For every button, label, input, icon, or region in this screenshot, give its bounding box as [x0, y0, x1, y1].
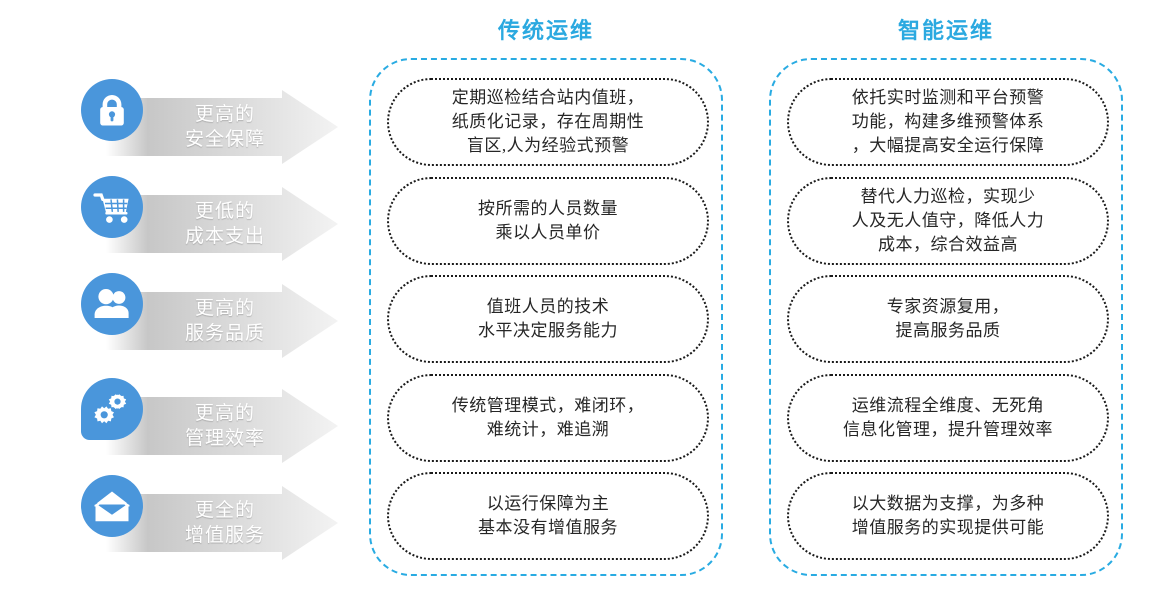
benefit-label: 更全的 增值服务 [150, 481, 300, 565]
column-card-list: 依托实时监测和平台预警 功能，构建多维预警体系 ，大幅提高安全运行保障 替代人力… [787, 78, 1109, 560]
benefit-label-line1: 更高的 [194, 104, 255, 125]
benefit-row-service[interactable]: 更高的 服务品质 [0, 273, 350, 369]
card[interactable]: 以运行保障为主 基本没有增值服务 [387, 472, 709, 560]
column-traditional: 传统运维 定期巡检结合站内值班， 纸质化记录，存在周期性 盲区,人为经验式预警 … [369, 18, 723, 576]
arrow-shape [106, 389, 338, 463]
card[interactable]: 运维流程全维度、无死角 信息化管理，提升管理效率 [787, 373, 1109, 462]
benefit-label-line2: 成本支出 [184, 226, 265, 247]
arrow-shape [106, 187, 338, 261]
benefit-row-management[interactable]: 更高的 管理效率 [0, 378, 350, 474]
card-text: 替代人力巡检，实现少 人及无人值守，降低人力 成本，综合效益高 [851, 186, 1045, 254]
benefit-label-line2: 安全保障 [184, 129, 265, 150]
column-title-traditional: 传统运维 [497, 18, 594, 43]
benefit-row-security[interactable]: 更高的 安全保障 [0, 79, 350, 175]
column-title-intelligent: 智能运维 [897, 18, 994, 43]
card-text: 运维流程全维度、无死角 信息化管理，提升管理效率 [843, 395, 1053, 439]
card-text: 以大数据为支撑，为多种 增值服务的实现提供可能 [851, 494, 1045, 537]
gears-icon [81, 378, 143, 440]
benefit-row-cost[interactable]: 更低的 成本支出 [0, 176, 350, 272]
benefit-row-value-added[interactable]: 更全的 增值服务 [0, 475, 350, 571]
card-text: 专家资源复用， 提高服务品质 [886, 297, 1010, 340]
benefit-label-line2: 增值服务 [184, 525, 265, 546]
card-text: 按所需的人员数量 乘以人员单价 [478, 198, 618, 242]
column-intelligent: 智能运维 依托实时监测和平台预警 功能，构建多维预警体系 ，大幅提高安全运行保障… [769, 18, 1123, 576]
card[interactable]: 按所需的人员数量 乘以人员单价 [387, 176, 709, 265]
card-text: 值班人员的技术 水平决定服务能力 [478, 297, 618, 340]
benefit-label-line1: 更低的 [194, 201, 255, 222]
benefit-label-line1: 更高的 [194, 403, 255, 424]
arrow-shape [106, 284, 338, 358]
users-icon [81, 273, 143, 335]
card-text: 以运行保障为主 基本没有增值服务 [478, 494, 618, 537]
benefit-label: 更高的 服务品质 [150, 279, 300, 363]
card[interactable]: 传统管理模式，难闭环， 难统计，难追溯 [387, 373, 709, 462]
card-text: 传统管理模式，难闭环， 难统计，难追溯 [451, 395, 645, 439]
benefit-label-line1: 更高的 [194, 298, 255, 319]
card[interactable]: 值班人员的技术 水平决定服务能力 [387, 275, 709, 363]
arrow-shape [106, 90, 338, 164]
benefit-label-line1: 更全的 [194, 500, 255, 521]
benefit-label: 更低的 成本支出 [150, 182, 300, 266]
mail-icon [81, 475, 143, 537]
card[interactable]: 以大数据为支撑，为多种 增值服务的实现提供可能 [787, 472, 1109, 560]
benefit-label-line2: 服务品质 [184, 323, 265, 344]
card-text: 依托实时监测和平台预警 功能，构建多维预警体系 ，大幅提高安全运行保障 [851, 88, 1045, 155]
lock-icon [81, 79, 143, 141]
card[interactable]: 依托实时监测和平台预警 功能，构建多维预警体系 ，大幅提高安全运行保障 [787, 78, 1109, 166]
benefit-label: 更高的 管理效率 [150, 384, 300, 468]
card[interactable]: 替代人力巡检，实现少 人及无人值守，降低人力 成本，综合效益高 [787, 176, 1109, 265]
card[interactable]: 专家资源复用， 提高服务品质 [787, 275, 1109, 363]
benefit-label-line2: 管理效率 [184, 428, 265, 449]
column-card-list: 定期巡检结合站内值班， 纸质化记录，存在周期性 盲区,人为经验式预警 按所需的人… [387, 78, 709, 560]
arrow-shape [106, 486, 338, 560]
cart-icon [81, 176, 143, 238]
benefit-label: 更高的 安全保障 [150, 85, 300, 169]
card-text: 定期巡检结合站内值班， 纸质化记录，存在周期性 盲区,人为经验式预警 [451, 88, 645, 155]
benefits-rail: 更高的 安全保障 [0, 0, 360, 590]
card[interactable]: 定期巡检结合站内值班， 纸质化记录，存在周期性 盲区,人为经验式预警 [387, 78, 709, 166]
